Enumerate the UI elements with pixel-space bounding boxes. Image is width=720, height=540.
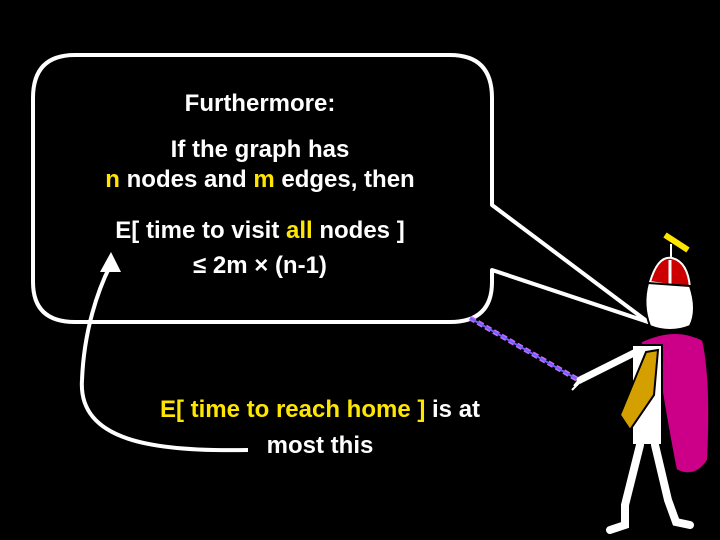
- nodes-and-text: nodes and: [119, 166, 254, 193]
- annotation-line2: most this: [266, 432, 374, 459]
- character-legs: [606, 441, 694, 534]
- speech-bubble: [31, 53, 650, 324]
- character-hand: [571, 375, 583, 391]
- character-tie: [618, 348, 660, 432]
- pointer-stick-inner: [469, 317, 583, 383]
- all-highlight: all: [286, 217, 313, 244]
- annotation-line1: E[ time to reach home ] is at: [90, 395, 550, 425]
- is-at-text: is at: [425, 396, 481, 423]
- edges-then-text: edges, then: [274, 166, 415, 193]
- expectation-suffix: nodes ]: [312, 217, 405, 244]
- arrowhead-icon: [100, 252, 121, 272]
- variable-n: n: [105, 166, 120, 193]
- expectation-bound: ≤ 2m × (n-1): [193, 252, 327, 279]
- variable-m: m: [253, 166, 275, 193]
- expectation-line1: E[ time to visit all nodes ]: [40, 216, 480, 246]
- character-head: [644, 281, 695, 331]
- bubble-heading: Furthermore:: [184, 90, 336, 117]
- curved-arrow: [79, 265, 249, 453]
- character-arm: [576, 348, 640, 384]
- graph-statement-line2: n nodes and m edges, then: [40, 165, 480, 195]
- expectation-prefix: E[ time to visit: [115, 217, 286, 244]
- reach-home-highlight: E[ time to reach home ]: [159, 396, 426, 423]
- graph-statement-line1: If the graph has: [170, 136, 350, 163]
